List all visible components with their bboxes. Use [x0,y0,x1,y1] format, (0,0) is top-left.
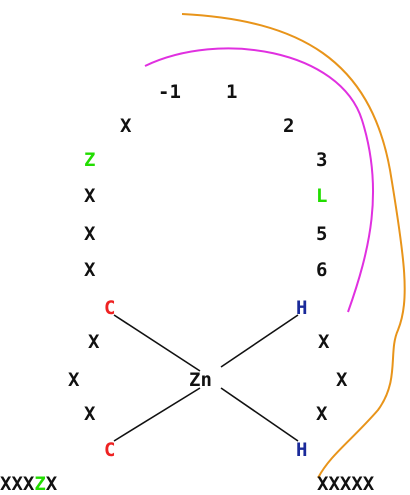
bottom-left-x: X [46,473,58,495]
bond-c-bottom-zn [113,387,201,442]
label-1: 1 [226,81,237,103]
bottom-left-z: Z [34,473,45,495]
right-residue-3: 3 [316,149,327,171]
left-residue-x: X [68,369,80,391]
right-residue-l: L [316,185,327,207]
left-residue-x: X [88,331,100,353]
right-residue-x: X [316,403,328,425]
bottom-left-xxx: XXX [0,473,35,495]
left-residue-x: X [84,223,96,245]
right-histidine-top: H [296,297,307,319]
right-residue-2: 2 [283,115,294,137]
left-residue-x: X [84,403,96,425]
left-cysteine-top: C [104,297,115,319]
magenta-arc [144,47,375,313]
right-residue-6: 6 [316,259,327,281]
bottom-right-sequence: XXXXX [317,473,375,495]
left-cysteine-bottom: C [104,439,115,461]
bond-h-top-zn [220,314,299,368]
left-residue-x: X [84,185,96,207]
right-histidine-bottom: H [296,439,307,461]
left-residue-x: X [120,115,132,137]
label-minus1: -1 [158,81,181,103]
left-residue-z: Z [84,149,95,171]
bond-h-bottom-zn [220,387,299,442]
orange-arc [181,13,406,479]
zinc-ion: Zn [189,369,212,391]
right-residue-x: X [318,331,330,353]
bond-c-top-zn [113,314,201,372]
bottom-left-sequence: XXXZX [0,473,58,495]
left-residue-x: X [84,259,96,281]
right-residue-x: X [336,369,348,391]
right-residue-5: 5 [316,223,327,245]
